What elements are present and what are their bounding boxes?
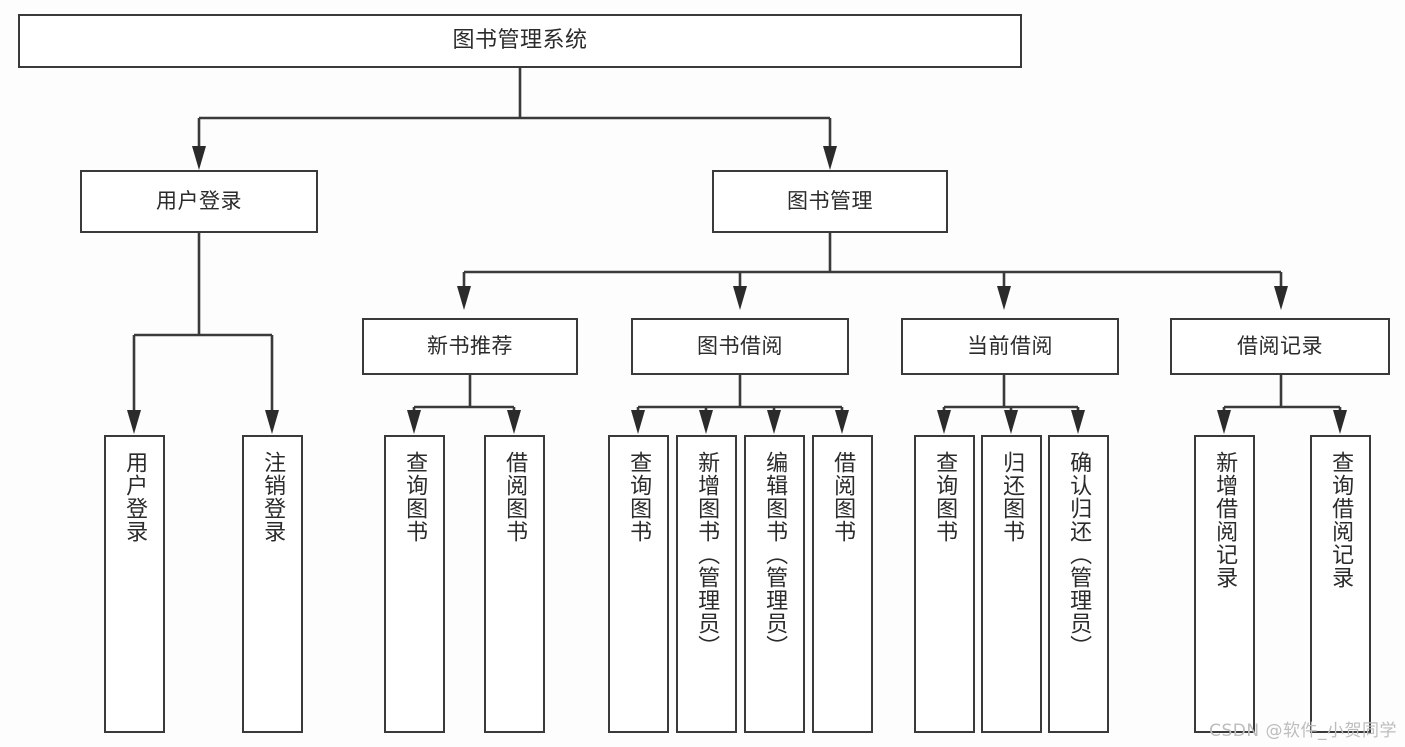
node-label: 查询图书 xyxy=(932,451,958,543)
node-current-borrow[interactable]: 当前借阅 xyxy=(901,318,1119,375)
node-root-system[interactable]: 图书管理系统 xyxy=(18,14,1022,68)
node-leaf-query-borrow-record[interactable]: 查询借阅记录 xyxy=(1310,435,1371,733)
node-user-login[interactable]: 用户登录 xyxy=(80,170,318,233)
node-label: 用户登录 xyxy=(156,189,242,214)
node-leaf-logout[interactable]: 注销登录 xyxy=(242,435,303,733)
node-label: 查询图书 xyxy=(402,451,428,543)
node-leaf-confirm-return-admin[interactable]: 确认归还（管理员） xyxy=(1048,435,1109,733)
node-label: 用户登录 xyxy=(122,451,148,543)
node-leaf-query-book-recommend[interactable]: 查询图书 xyxy=(384,435,445,733)
csdn-watermark: CSDN @软件_小贺同学 xyxy=(1209,721,1397,741)
node-label: 图书管理 xyxy=(787,189,873,214)
node-leaf-borrow-book[interactable]: 借阅图书 xyxy=(812,435,873,733)
node-label: 借阅记录 xyxy=(1237,334,1323,359)
node-label: 确认归还（管理员） xyxy=(1066,451,1092,658)
node-label: 新增借阅记录 xyxy=(1212,451,1238,589)
node-label: 注销登录 xyxy=(260,451,286,543)
node-label: 图书管理系统 xyxy=(452,28,588,54)
node-leaf-query-book-current[interactable]: 查询图书 xyxy=(914,435,975,733)
node-leaf-edit-book-admin[interactable]: 编辑图书（管理员） xyxy=(744,435,805,733)
node-leaf-borrow-book-recommend[interactable]: 借阅图书 xyxy=(484,435,545,733)
node-label: 新书推荐 xyxy=(427,334,513,359)
node-leaf-add-borrow-record[interactable]: 新增借阅记录 xyxy=(1194,435,1255,733)
node-label: 查询图书 xyxy=(626,451,652,543)
node-borrow-record[interactable]: 借阅记录 xyxy=(1170,318,1390,375)
node-label: 借阅图书 xyxy=(830,451,856,543)
node-leaf-add-book-admin[interactable]: 新增图书（管理员） xyxy=(676,435,737,733)
node-leaf-user-login[interactable]: 用户登录 xyxy=(104,435,165,733)
node-label: 借阅图书 xyxy=(502,451,528,543)
node-book-borrow[interactable]: 图书借阅 xyxy=(631,318,849,375)
node-label: 编辑图书（管理员） xyxy=(762,451,788,658)
node-leaf-return-book[interactable]: 归还图书 xyxy=(981,435,1042,733)
node-label: 归还图书 xyxy=(999,451,1025,543)
node-leaf-query-book[interactable]: 查询图书 xyxy=(608,435,669,733)
node-label: 查询借阅记录 xyxy=(1328,451,1354,589)
node-book-management[interactable]: 图书管理 xyxy=(712,170,948,233)
node-label: 当前借阅 xyxy=(967,334,1053,359)
node-label: 图书借阅 xyxy=(697,334,783,359)
node-label: 新增图书（管理员） xyxy=(694,451,720,658)
node-new-book-recommend[interactable]: 新书推荐 xyxy=(362,318,578,375)
